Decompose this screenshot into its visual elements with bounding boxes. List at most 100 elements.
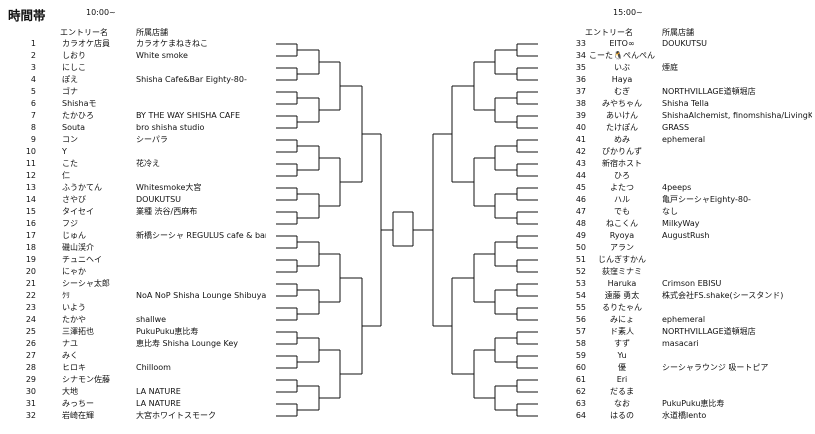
entry-name: シーシャ太郎 bbox=[62, 279, 110, 288]
entry-number: 32 bbox=[25, 411, 36, 420]
entry-number: 64 bbox=[575, 411, 586, 420]
entry-name: だるま bbox=[610, 387, 634, 396]
entry-shop: 4peeps bbox=[662, 183, 692, 192]
entry-shop: White smoke bbox=[136, 51, 188, 60]
entry-number: 60 bbox=[575, 363, 586, 372]
entry-shop: PukuPuku恵比寿 bbox=[136, 327, 199, 336]
entry-number: 4 bbox=[30, 75, 36, 84]
right-entry-header: エントリー名 bbox=[585, 28, 633, 37]
entry-shop: masacari bbox=[662, 339, 699, 348]
entry-number: 52 bbox=[575, 267, 586, 276]
entry-shop: NORTHVILLAGE道頓堀店 bbox=[662, 87, 756, 96]
entry-number: 63 bbox=[575, 399, 586, 408]
entry-name: みっちー bbox=[62, 399, 94, 408]
entry-number: 5 bbox=[30, 87, 36, 96]
entry-name: 大地 bbox=[62, 387, 78, 396]
entry-number: 48 bbox=[575, 219, 586, 228]
entry-number: 46 bbox=[575, 195, 586, 204]
entry-name: 新宿ホスト bbox=[602, 159, 642, 168]
entry-number: 43 bbox=[575, 159, 586, 168]
entry-number: 6 bbox=[30, 99, 36, 108]
entry-name: アラン bbox=[610, 243, 634, 252]
entry-number: 47 bbox=[575, 207, 586, 216]
entry-name: シナモン佐藤 bbox=[62, 375, 110, 384]
entry-number: 41 bbox=[575, 135, 586, 144]
entry-name: しおり bbox=[62, 51, 86, 60]
entry-name: 岩崎在輝 bbox=[62, 411, 94, 420]
entry-shop: ephemeral bbox=[662, 135, 706, 144]
entry-number: 53 bbox=[575, 279, 586, 288]
entry-name: じんぎすかん bbox=[598, 255, 646, 264]
entry-number: 22 bbox=[25, 291, 36, 300]
entry-shop: 煙庭 bbox=[662, 63, 678, 72]
entry-number: 13 bbox=[25, 183, 36, 192]
entry-name: Eri bbox=[616, 375, 628, 384]
entry-number: 45 bbox=[575, 183, 586, 192]
entry-number: 58 bbox=[575, 339, 586, 348]
entry-number: 33 bbox=[575, 39, 586, 48]
entry-name: コン bbox=[62, 135, 78, 144]
entry-name: こーた🐧ぺんぺん bbox=[589, 51, 655, 60]
left-shop-header: 所属店舗 bbox=[136, 28, 168, 37]
entry-number: 20 bbox=[25, 267, 36, 276]
right-time-slot: 15:00~ bbox=[613, 8, 643, 17]
entry-name: むぎ bbox=[614, 87, 630, 96]
entry-name: ふうかてん bbox=[62, 183, 102, 192]
entry-shop: ephemeral bbox=[662, 315, 706, 324]
entry-number: 26 bbox=[25, 339, 36, 348]
entry-number: 57 bbox=[575, 327, 586, 336]
entry-name: めみ bbox=[614, 135, 630, 144]
entry-number: 30 bbox=[25, 387, 36, 396]
entry-name: ねこくん bbox=[606, 219, 638, 228]
entry-row: 43 新宿ホスト bbox=[0, 158, 815, 170]
entry-number: 38 bbox=[575, 99, 586, 108]
entry-name: 仁 bbox=[62, 171, 70, 180]
entry-name: じゅん bbox=[62, 231, 86, 240]
entry-number: 54 bbox=[575, 291, 586, 300]
entry-name: こた bbox=[62, 159, 78, 168]
entry-number: 29 bbox=[25, 375, 36, 384]
entry-name: みにょ bbox=[610, 315, 634, 324]
entry-number: 16 bbox=[25, 219, 36, 228]
entry-name: Ryoya bbox=[609, 231, 635, 240]
entry-shop: LA NATURE bbox=[136, 399, 181, 408]
entry-name: ド素人 bbox=[610, 327, 634, 336]
entry-name: 遠藤 勇太 bbox=[604, 291, 640, 300]
entry-number: 23 bbox=[25, 303, 36, 312]
entry-name: いぶ bbox=[614, 63, 630, 72]
entry-name: あいけん bbox=[606, 111, 638, 120]
entry-number: 7 bbox=[30, 111, 36, 120]
entry-number: 18 bbox=[25, 243, 36, 252]
entry-number: 8 bbox=[30, 123, 36, 132]
entry-shop: Crimson EBISU bbox=[662, 279, 722, 288]
